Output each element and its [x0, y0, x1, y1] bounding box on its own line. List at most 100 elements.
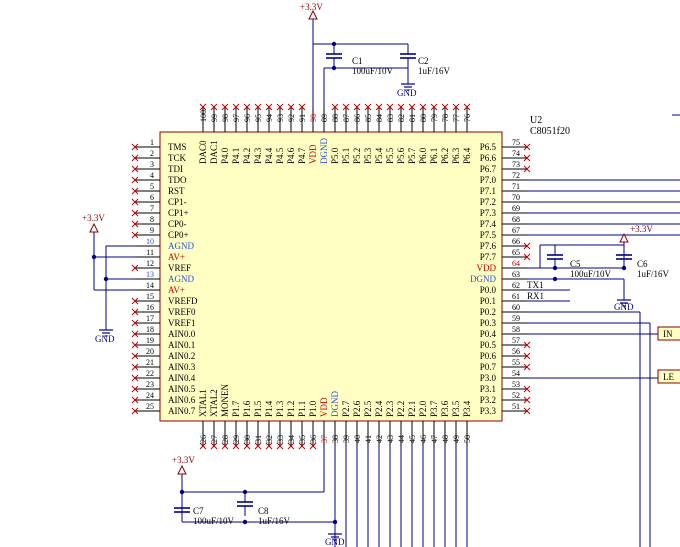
pin-number: 55 — [512, 358, 520, 367]
net-label-in-box — [657, 326, 680, 341]
no-connect-mark — [523, 341, 531, 349]
no-connect-mark — [210, 103, 218, 111]
pin-name: P3.2 — [480, 395, 496, 405]
power-symbol-left — [89, 222, 99, 233]
gnd-label-bottom: GND — [325, 537, 345, 547]
no-connect-mark — [131, 396, 139, 404]
pin-name: AIN0.2 — [168, 351, 195, 361]
pin-number: 36 — [309, 435, 318, 443]
pin-name: P0.5 — [480, 340, 497, 350]
no-connect-mark — [131, 407, 139, 415]
no-connect-mark — [523, 407, 531, 415]
no-connect-mark — [375, 103, 383, 111]
pin-name: VREF0 — [168, 307, 196, 317]
pin-name: VREF1 — [168, 318, 196, 328]
pin-number: 53 — [512, 380, 520, 389]
pin-number: 27 — [210, 435, 219, 443]
pin-number: 15 — [146, 292, 154, 301]
pin-name: P6.5 — [480, 142, 497, 152]
pin-number: 50 — [463, 435, 472, 443]
cap-c8-designator: C8 — [258, 506, 269, 516]
pin-name: P5.1 — [341, 148, 351, 164]
pin-name: P4.6 — [286, 147, 296, 164]
no-connect-mark — [131, 363, 139, 371]
pin-number: 4 — [150, 171, 154, 180]
pin-name: AIN0.1 — [168, 340, 195, 350]
pin-name: DGND — [330, 391, 340, 417]
pin-number: 61 — [512, 292, 520, 301]
pin-number: 30 — [243, 435, 252, 443]
pin-number: 20 — [146, 347, 154, 356]
pin-number: 79 — [430, 114, 439, 122]
pin-number: 29 — [232, 435, 241, 443]
pin-number: 19 — [146, 336, 154, 345]
pin-number: 35 — [298, 435, 307, 443]
pin-number: 17 — [146, 314, 154, 323]
pin-name: P0.7 — [480, 362, 497, 372]
pin-number: 32 — [265, 435, 274, 443]
no-connect-mark — [265, 442, 273, 450]
pin-number: 44 — [397, 435, 406, 443]
pin-name: P5.0 — [330, 147, 340, 164]
pin-name: TDI — [168, 164, 183, 174]
no-connect-mark — [523, 363, 531, 371]
pin-number: 96 — [243, 114, 252, 122]
pin-name: VDD — [308, 144, 318, 164]
pin-number: 26 — [199, 435, 208, 443]
pin-name: DAC0 — [198, 140, 208, 164]
no-connect-mark — [523, 396, 531, 404]
no-connect-mark — [131, 154, 139, 162]
pin-number: 81 — [408, 114, 417, 122]
pin-name: P0.6 — [480, 351, 497, 361]
no-connect-mark — [131, 231, 139, 239]
pin-name: XTAL1 — [198, 389, 208, 417]
power-symbol-top — [308, 9, 318, 20]
pin-name: P2.2 — [396, 401, 406, 417]
cap-c2-designator: C2 — [418, 56, 429, 66]
pin-name: P1.3 — [275, 400, 285, 417]
pin-name: DGND — [319, 138, 329, 164]
gnd-label-top: GND — [397, 88, 417, 98]
no-connect-mark — [441, 103, 449, 111]
pin-name: P3.4 — [462, 400, 472, 417]
pin-number: 99 — [210, 114, 219, 122]
power-label-left: +3.3V — [82, 213, 105, 223]
no-connect-mark — [221, 442, 229, 450]
pin-number: 68 — [512, 215, 520, 224]
pin-name: XTAL2 — [209, 389, 219, 417]
power-label-bottom: +3.3V — [172, 455, 195, 465]
no-connect-mark — [430, 103, 438, 111]
pin-number: 78 — [441, 114, 450, 122]
no-connect-mark — [452, 103, 460, 111]
no-connect-mark — [523, 242, 531, 250]
no-connect-mark — [276, 103, 284, 111]
pin-number: 12 — [146, 259, 154, 268]
pin-name: P4.2 — [242, 148, 252, 164]
pin-number: 60 — [512, 303, 520, 312]
pin-name: P5.6 — [396, 147, 406, 164]
no-connect-mark — [523, 385, 531, 393]
net-rx1: RX1 — [527, 291, 544, 301]
pin-name: P3.6 — [440, 400, 450, 417]
pin-number: 39 — [342, 435, 351, 443]
no-connect-mark — [131, 176, 139, 184]
pin-name: P5.5 — [385, 147, 395, 164]
junction-dot — [331, 65, 337, 71]
junction-dot — [179, 489, 185, 495]
pin-name: P3.3 — [480, 406, 497, 416]
pin-name: P7.6 — [480, 241, 497, 251]
pin-name: P0.0 — [480, 285, 497, 295]
net-label-le-box — [657, 369, 680, 384]
pin-name: P7.4 — [480, 219, 497, 229]
pin-number: 66 — [512, 237, 520, 246]
pin-name: CP0+ — [168, 230, 189, 240]
pin-number: 62 — [512, 281, 520, 290]
net-tx1: TX1 — [527, 280, 544, 290]
pin-name: P6.4 — [462, 147, 472, 164]
pin-name: P4.4 — [264, 147, 274, 164]
pin-name: CP1+ — [168, 208, 189, 218]
pin-number: 48 — [441, 435, 450, 443]
